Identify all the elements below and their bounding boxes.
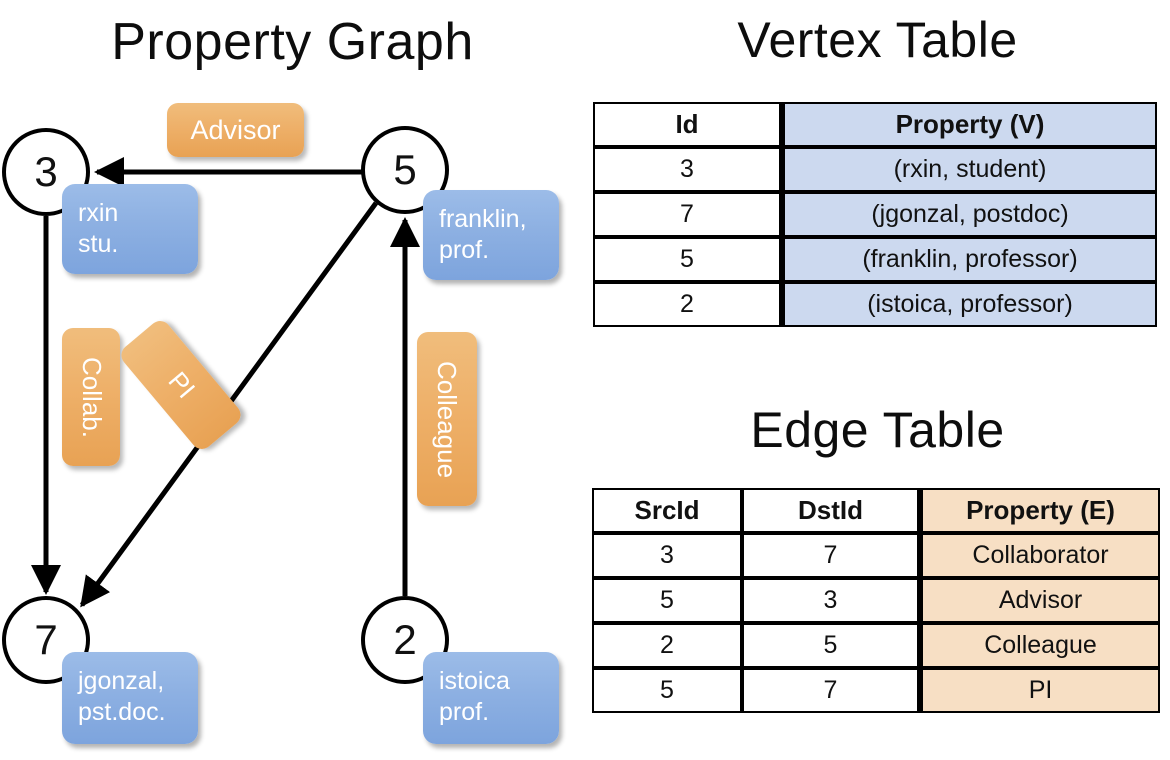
edge-header-srcid: SrcId	[592, 488, 742, 533]
vertex-property-box-7: jgonzal, pst.doc.	[62, 652, 198, 744]
edge-cell-dstid: 7	[742, 668, 919, 713]
edge-table: SrcId DstId Property (E) 3 7 Collaborato…	[592, 488, 1160, 713]
vertex-cell-id: 3	[593, 147, 781, 192]
page-title-edge-table: Edge Table	[750, 402, 1005, 458]
vertex-cell-property: (franklin, professor)	[781, 237, 1157, 282]
table-row: 3 7 Collaborator	[592, 533, 1160, 578]
page-title-vertex-table: Vertex Table	[737, 12, 1018, 68]
edge-label-pi-text: PI	[161, 365, 201, 404]
table-row: 5 3 Advisor	[592, 578, 1160, 623]
table-row: 2 (istoica, professor)	[593, 282, 1157, 327]
graph-node-7: 7	[2, 596, 90, 684]
table-header-row: SrcId DstId Property (E)	[592, 488, 1160, 533]
vertex-property-box-5: franklin, prof.	[423, 190, 559, 280]
page-title-property-graph: Property Graph	[111, 13, 474, 71]
edge-cell-property: Advisor	[919, 578, 1160, 623]
vertex-cell-id: 5	[593, 237, 781, 282]
graph-node-3: 3	[2, 128, 90, 216]
table-row: 5 (franklin, professor)	[593, 237, 1157, 282]
edge-cell-dstid: 5	[742, 623, 919, 668]
edge-cell-dstid: 7	[742, 533, 919, 578]
edge-header-property: Property (E)	[919, 488, 1160, 533]
vertex-property-box-2: istoica prof.	[423, 652, 559, 744]
table-row: 5 7 PI	[592, 668, 1160, 713]
graph-node-2: 2	[361, 596, 449, 684]
vertex-header-id: Id	[593, 102, 781, 147]
edge-cell-srcid: 5	[592, 578, 742, 623]
edge-cell-srcid: 3	[592, 533, 742, 578]
edge-label-advisor-text: Advisor	[190, 114, 281, 145]
edge-cell-property: Colleague	[919, 623, 1160, 668]
edge-header-dstid: DstId	[742, 488, 919, 533]
table-header-row: Id Property (V)	[593, 102, 1157, 147]
table-row: 2 5 Colleague	[592, 623, 1160, 668]
edge-cell-property: Collaborator	[919, 533, 1160, 578]
vertex-cell-id: 7	[593, 192, 781, 237]
vertex-header-property: Property (V)	[781, 102, 1157, 147]
edge-label-collab-text: Collab.	[76, 356, 107, 438]
table-row: 3 (rxin, student)	[593, 147, 1157, 192]
vertex-cell-id: 2	[593, 282, 781, 327]
edge-cell-srcid: 5	[592, 668, 742, 713]
vertex-cell-property: (rxin, student)	[781, 147, 1157, 192]
edge-label-advisor: Advisor	[167, 103, 304, 157]
vertex-cell-property: (jgonzal, postdoc)	[781, 192, 1157, 237]
vertex-cell-property: (istoica, professor)	[781, 282, 1157, 327]
vertex-property-box-3: rxin stu.	[62, 184, 198, 274]
edge-label-collab: Collab.	[62, 328, 120, 466]
table-row: 7 (jgonzal, postdoc)	[593, 192, 1157, 237]
edge-label-colleague: Colleague	[417, 332, 477, 506]
edge-cell-srcid: 2	[592, 623, 742, 668]
edge-cell-dstid: 3	[742, 578, 919, 623]
edge-label-colleague-text: Colleague	[432, 360, 463, 478]
vertex-table: Id Property (V) 3 (rxin, student) 7 (jgo…	[593, 102, 1157, 327]
edge-cell-property: PI	[919, 668, 1160, 713]
